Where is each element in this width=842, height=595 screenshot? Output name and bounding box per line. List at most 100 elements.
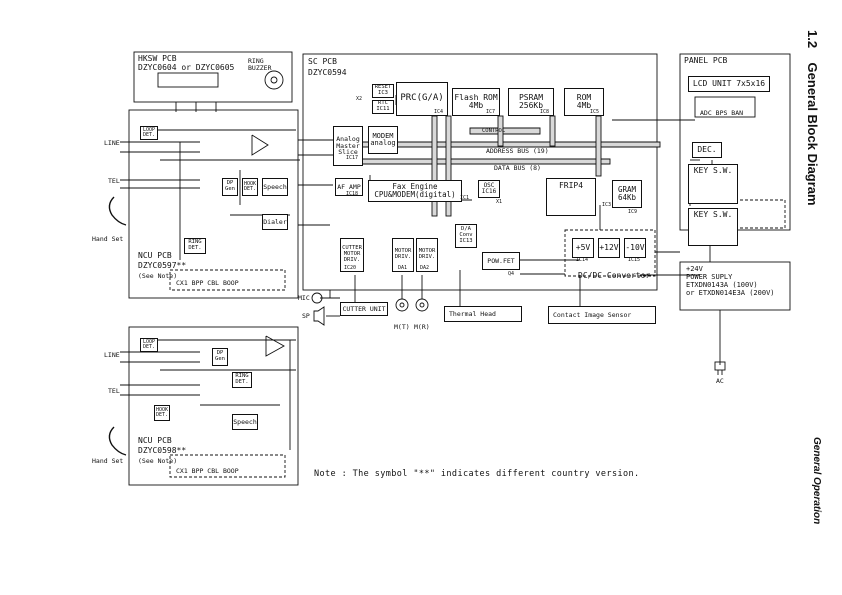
speech-bottom-block: Speech <box>232 414 258 430</box>
tel-bottom-label: TEL <box>108 387 120 395</box>
rtc-block: RTC IC11 <box>372 100 394 114</box>
ic1-label: IC1 <box>460 195 470 201</box>
x1-label: X1 <box>496 199 503 205</box>
power-supply-outline <box>679 261 791 311</box>
da-conv-block: D/A Conv IC13 <box>455 224 477 248</box>
lcd-unit-block: LCD UNIT 7x5x16 <box>688 76 770 92</box>
hand-set-bottom-label: Hand Set <box>92 457 124 465</box>
tel-top-label: TEL <box>108 177 120 185</box>
ic9-label: IC9 <box>628 209 638 215</box>
minus10v-block: -10V <box>624 238 646 258</box>
ncu-bottom-board-outline <box>128 326 299 486</box>
fax-engine-block: Fax Engine CPU&MODEM(digital) <box>368 180 462 202</box>
line-top-label: LINE <box>104 139 120 147</box>
ncu-top-part: DZYC0597** <box>138 261 187 270</box>
sp-label: SP <box>302 312 310 320</box>
ic4-label: IC4 <box>434 109 444 115</box>
control-bus-label: CONTROL <box>482 128 506 134</box>
cutter-unit-block: CUTTER UNIT <box>340 302 388 316</box>
motor-driver-2-block: MOTOR DRIV. <box>416 238 438 272</box>
analog-master-slice-block: Analog Master Slice <box>333 126 363 166</box>
ac-label: AC <box>716 377 724 385</box>
section-title-text: General Block Diagram <box>805 62 820 206</box>
data-bus <box>339 158 611 165</box>
country-codes-bottom: CX1 BPP CBL BOOP <box>176 467 239 475</box>
handset-bottom-icon <box>108 426 127 456</box>
ring-det-top-block: RING DET. <box>184 238 206 254</box>
rom-block: ROM 4Mb <box>564 88 604 116</box>
hksw-board-outline <box>133 51 293 103</box>
sc-board-outline <box>302 53 658 291</box>
loop-det-bottom-block: LOOP DET. <box>140 338 158 352</box>
panel-title: PANEL PCB <box>684 56 728 65</box>
key-sw-2-block: KEY S.W. <box>688 208 738 246</box>
ic8-label: IC8 <box>540 109 550 115</box>
motor-mt-label: M(T) <box>394 323 410 331</box>
dp-gen-bottom-block: DP Gen <box>212 348 228 366</box>
ic3-label: IC3 <box>602 202 612 208</box>
dp-gen-top-block: DP Gen <box>222 178 238 196</box>
motor-driver-1-block: MOTOR DRIV. <box>392 238 414 272</box>
ncu-top-title: NCU PCB <box>138 251 172 260</box>
modem-block: MODEM analog <box>368 126 398 154</box>
footer-chapter: General Operation <box>811 437 822 525</box>
loop-det-top-block: LOOP DET. <box>140 126 158 140</box>
dcdc-label: DC/DC Convertor <box>578 271 651 280</box>
sc-title: SC PCB <box>308 57 337 66</box>
ic5-label: IC5 <box>590 109 600 115</box>
osc-block: OSC IC16 <box>478 180 500 198</box>
ic18-label: IC18 <box>346 191 359 197</box>
da1-label: DA1 <box>398 265 408 271</box>
address-bus-label: ADDRESS BUS (19) <box>486 147 549 155</box>
x2-label: X2 <box>356 96 363 102</box>
ic17-label: IC17 <box>346 155 359 161</box>
speech-top-block: Speech <box>262 178 288 196</box>
prc-block: PRC(G/A) <box>396 82 448 116</box>
hook-det-bottom-block: HOOK DET. <box>154 405 170 421</box>
plus12v-block: +12V <box>598 238 620 258</box>
hook-det-top-block: HOOK DET. <box>242 178 258 196</box>
ic15-label: IC15 <box>628 257 641 263</box>
hksw-part: DZYC0604 or DZYC0605 <box>138 63 235 72</box>
power-supply-text: +24V POWER SUPLY ETXDN0143A (100V) or ET… <box>686 265 775 298</box>
ncu-bottom-title: NCU PCB <box>138 436 172 445</box>
section-number: 1.2 <box>805 30 820 49</box>
panel-led-labels: ADC BPS BAN <box>700 109 744 117</box>
ic14-label: IC14 <box>576 257 589 263</box>
country-codes-top: CX1 BPP CBL BOOP <box>176 279 239 287</box>
reset-block: RESET IC3 <box>372 84 394 98</box>
ring-buzzer-label: RING BUZZER <box>248 57 272 72</box>
section-title: 1.2 General Block Diagram <box>805 30 820 206</box>
country-version-note: Note : The symbol "**" indicates differe… <box>314 469 640 479</box>
hand-set-top-label: Hand Set <box>92 235 124 243</box>
plus5v-block: +5V <box>572 238 594 258</box>
af-amp-block: AF AMP <box>335 178 363 196</box>
ncu-top-board-outline <box>128 109 299 299</box>
sc-part: DZYC0594 <box>308 68 347 77</box>
pow-fet-block: POW.FET <box>482 252 520 270</box>
gram-block: GRAM 64Kb <box>612 180 642 208</box>
handset-top-icon <box>108 196 127 226</box>
psram-block: PSRAM 256Kb <box>508 88 554 116</box>
q4-label: Q4 <box>508 271 515 277</box>
contact-image-sensor-block: Contact Image Sensor <box>548 306 656 324</box>
thermal-head-block: Thermal Head <box>444 306 522 322</box>
data-bus-label: DATA BUS (8) <box>494 164 541 172</box>
motor-mr-label: M(R) <box>414 323 430 331</box>
hksw-title: HKSW PCB <box>138 54 177 63</box>
cutter-motor-driver-block: CUTTER MOTOR DRIV. <box>340 238 364 272</box>
ic7-label: IC7 <box>486 109 496 115</box>
key-sw-1-block: KEY S.W. <box>688 164 738 204</box>
ic20-label: IC20 <box>344 265 357 271</box>
da2-label: DA2 <box>420 265 430 271</box>
control-bus <box>469 127 541 135</box>
dec-block: DEC. <box>692 142 722 158</box>
dialer-block: Dialer <box>262 214 288 230</box>
ncu-bottom-part: DZYC0598** <box>138 446 187 455</box>
mic-label: MIC <box>298 294 310 302</box>
ring-det-bottom-block: RING DET. <box>232 372 252 388</box>
frip4-block: FRIP4 <box>546 178 596 216</box>
ncu-bottom-see-note: (See Note) <box>138 457 178 465</box>
ncu-top-see-note: (See Note) <box>138 272 178 280</box>
